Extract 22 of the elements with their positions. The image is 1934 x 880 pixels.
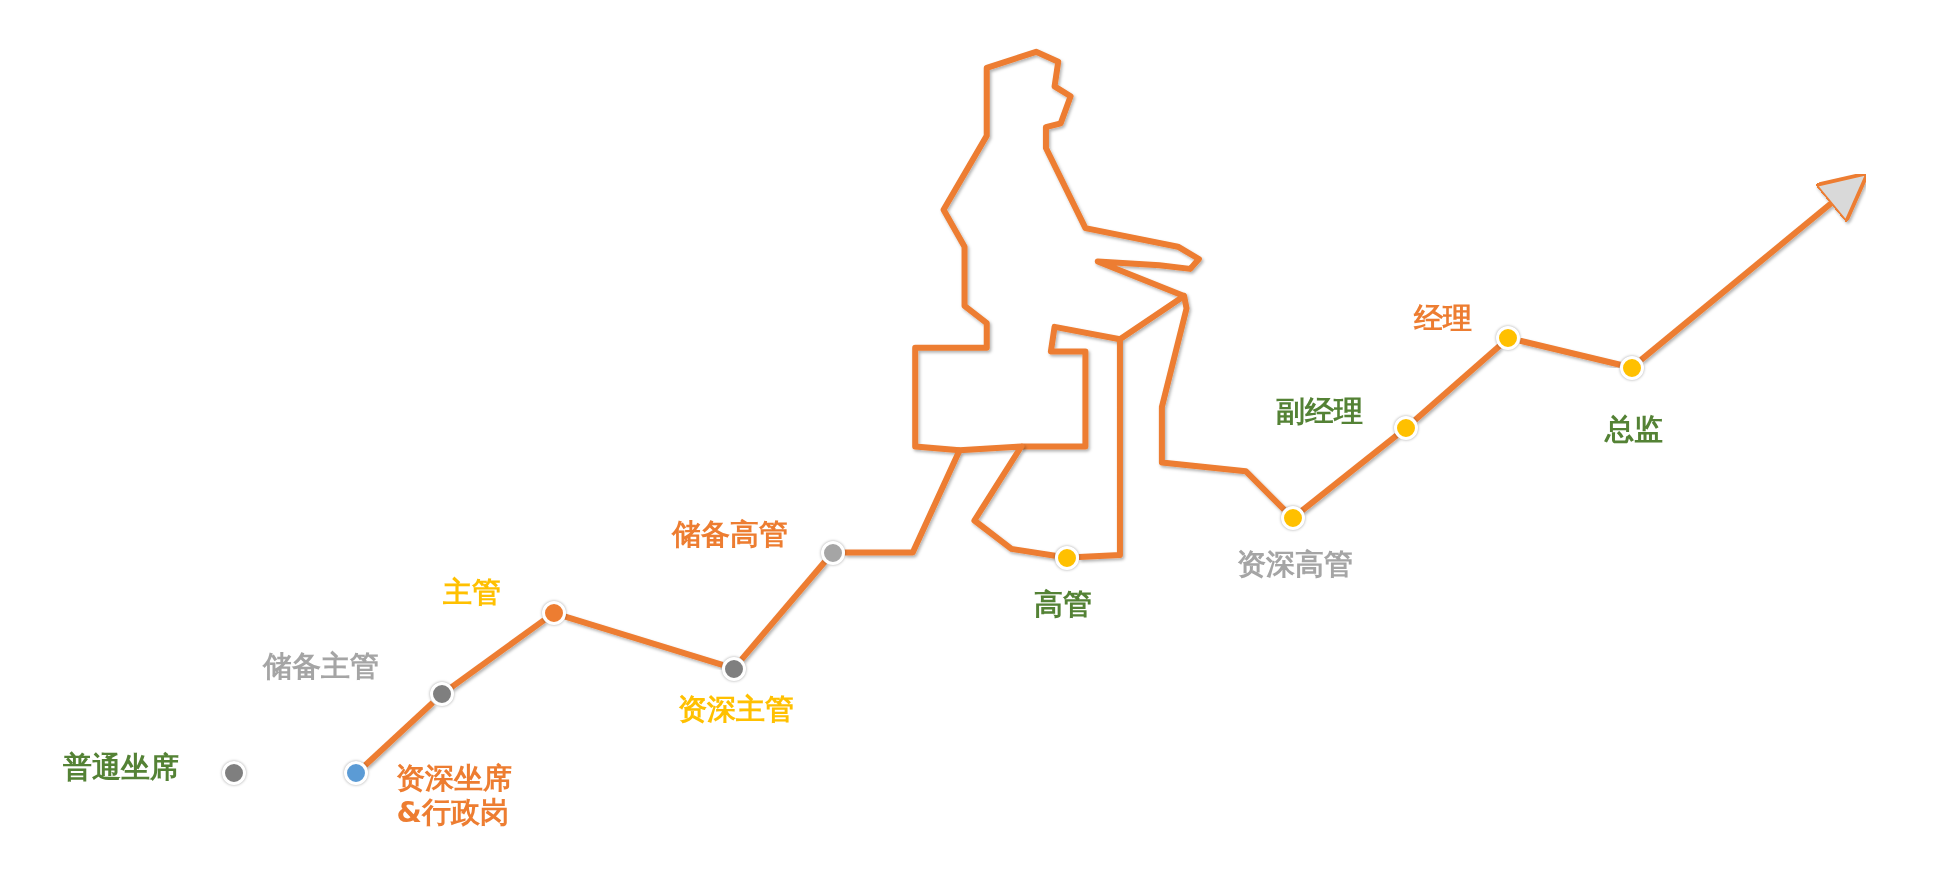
position-label: 资深主管 <box>678 691 795 727</box>
connector-line <box>1413 343 1502 423</box>
connector-line <box>1519 337 1621 368</box>
connector-line <box>1300 433 1399 513</box>
position-label: 储备高管 <box>672 516 789 552</box>
position-label: 储备主管 <box>262 648 379 684</box>
connector-line <box>844 443 1056 559</box>
connector-line <box>564 613 724 668</box>
position-label: 资深坐席&行政岗 <box>396 760 514 831</box>
connector-line <box>449 617 546 690</box>
connector-line <box>363 700 435 768</box>
position-label: 经理 <box>1414 300 1473 336</box>
position-label: 普通坐席 <box>62 749 179 785</box>
position-label: 总监 <box>1605 411 1664 447</box>
position-label: 高管 <box>1034 586 1093 622</box>
position-label: 资深高管 <box>1237 546 1354 582</box>
connector-line <box>246 770 345 777</box>
position-label: 主管 <box>443 574 502 610</box>
connector-line <box>1078 293 1287 560</box>
arrow <box>1639 171 1870 363</box>
position-label: 副经理 <box>1276 393 1364 429</box>
connector-line <box>739 559 828 662</box>
